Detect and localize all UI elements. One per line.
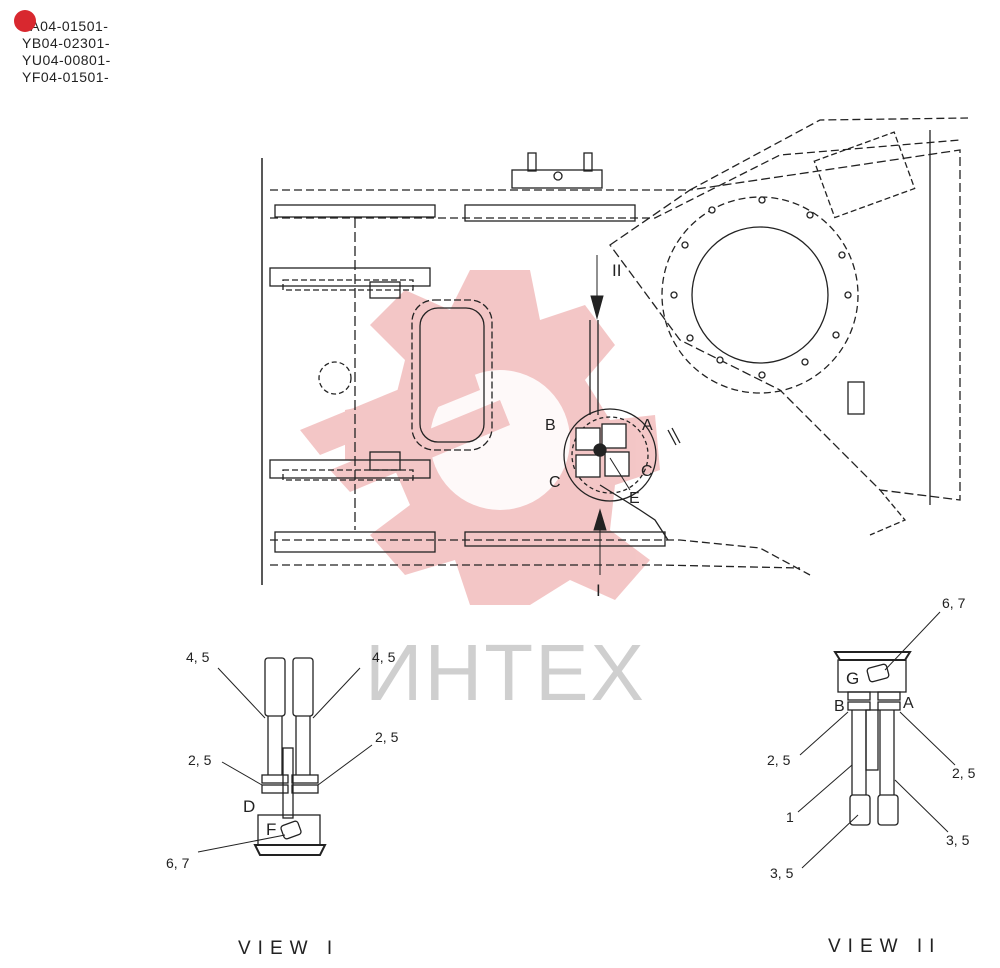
callout-label: 3, 5 [770, 865, 794, 881]
watermark-gear-icon [300, 270, 660, 605]
callout-label: 3, 5 [946, 832, 970, 848]
view-arrow-label: I [596, 581, 601, 600]
port-label: G [846, 669, 859, 688]
corner-marker [14, 10, 36, 32]
view-one-drawing [253, 657, 327, 856]
port-label: B [545, 417, 556, 434]
view-title: VIEW II [828, 936, 942, 957]
port-label: C [641, 463, 653, 480]
serial-number: YB04-02301- [22, 35, 111, 51]
port-label: D [243, 797, 255, 816]
port-label: B [834, 698, 845, 715]
serial-number: YF04-01501- [22, 69, 110, 85]
view-arrow-label: II [612, 261, 621, 280]
serial-number: YU04-00801- [22, 52, 111, 68]
view-arrow-top [590, 255, 604, 320]
port-label: C [549, 474, 561, 491]
callout-label: 2, 5 [188, 752, 212, 768]
callout-label: 1 [786, 809, 794, 825]
view-one-callouts [197, 667, 373, 853]
serial-number-list: LA04-01501- YB04-02301- YU04-00801- YF04… [14, 10, 111, 86]
callout-label: 6, 7 [942, 595, 966, 611]
callout-label: 4, 5 [186, 649, 210, 665]
port-label: F [266, 820, 276, 839]
callout-label: 2, 5 [375, 729, 399, 745]
port-label: A [903, 695, 914, 712]
frame-view [261, 117, 969, 585]
callout-label: 2, 5 [767, 752, 791, 768]
watermark-text: ИНТЕХ [365, 628, 646, 717]
port-label: A [642, 417, 653, 434]
view-two-drawing [833, 651, 912, 826]
serial-number: LA04-01501- [22, 18, 109, 34]
view-title: VIEW I [238, 938, 340, 959]
callout-label: 4, 5 [372, 649, 396, 665]
callout-label: 6, 7 [166, 855, 190, 871]
port-label: E [629, 490, 640, 507]
callout-label: 2, 5 [952, 765, 976, 781]
view-arrow-bottom [593, 508, 607, 575]
view-two-callouts [797, 611, 956, 869]
